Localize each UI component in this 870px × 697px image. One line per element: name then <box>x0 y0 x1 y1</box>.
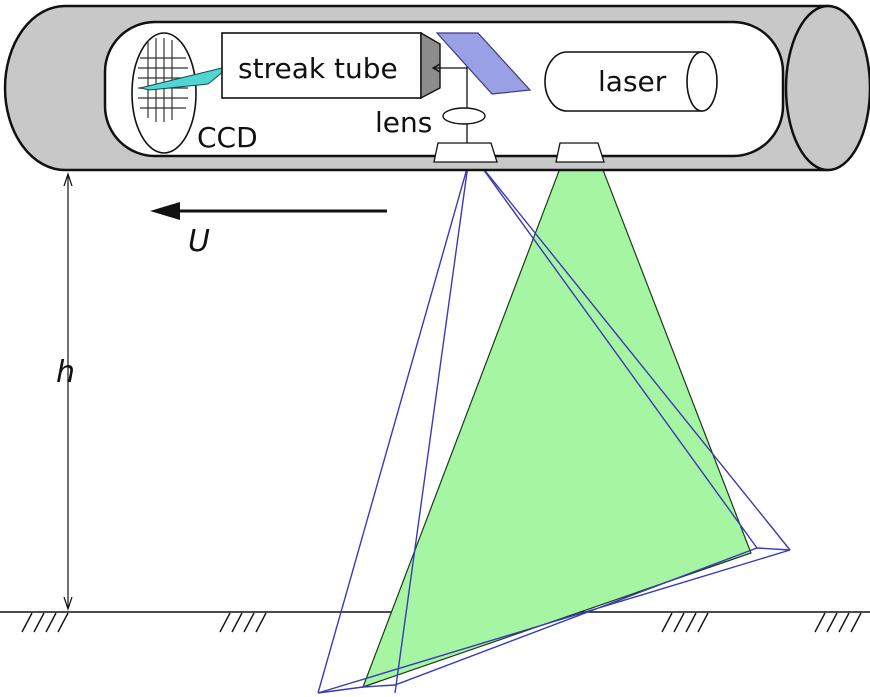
streak-tube-cathode <box>420 31 441 100</box>
height-arrow-bottom <box>63 596 73 611</box>
laser-exit-window <box>555 142 605 163</box>
fov-edge-left <box>317 164 469 694</box>
label-height: h <box>56 355 75 390</box>
imaging-field-of-view <box>317 161 791 694</box>
lens-element <box>442 107 486 125</box>
laser-body <box>544 51 703 112</box>
ccd-detector <box>131 32 231 154</box>
label-lens: lens <box>375 106 432 139</box>
label-laser: laser <box>598 65 667 98</box>
fov-edge-right-inner <box>477 161 758 549</box>
label-ccd: CCD <box>197 121 258 154</box>
height-arrow-top <box>63 172 73 187</box>
ccd-streak-image <box>139 65 231 91</box>
velocity-arrow-head <box>150 202 180 220</box>
optical-path <box>431 60 468 146</box>
laser-light-sheet <box>361 111 752 688</box>
beam-splitter-mirror <box>435 32 532 95</box>
laser-source <box>544 51 718 112</box>
fov-edge-inner <box>394 164 469 694</box>
label-velocity: U <box>188 224 210 259</box>
velocity-arrow <box>150 202 387 220</box>
housing-end-cap <box>784 4 870 172</box>
height-dimension <box>63 172 73 611</box>
optical-path-arrowhead <box>431 63 441 73</box>
label-streak-tube: streak tube <box>238 52 398 85</box>
ground-hatching <box>21 612 862 633</box>
streak-tube-body <box>221 32 422 99</box>
fov-edge-right <box>477 161 791 551</box>
receiver-window <box>433 142 498 163</box>
streak-tube <box>221 31 441 100</box>
fov-footprint <box>317 547 791 694</box>
laser-aperture <box>686 51 718 112</box>
